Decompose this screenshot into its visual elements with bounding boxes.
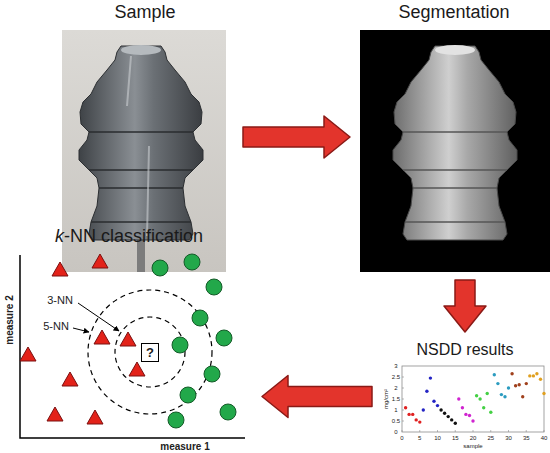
- tick-label: 1: [394, 407, 397, 413]
- axis-label: measure 2: [5, 295, 15, 344]
- tick-label: 3: [394, 363, 397, 369]
- segmentation-ground: [360, 30, 550, 272]
- tick-label: 40: [541, 435, 548, 441]
- node-text: NSDD results: [380, 340, 550, 359]
- axis-label: measure 1: [160, 442, 209, 452]
- node-text: Segmentation: [358, 2, 550, 24]
- flow-arrow: [444, 280, 486, 332]
- tick-label: 35: [523, 435, 530, 441]
- tick-label: 2.5: [392, 374, 400, 380]
- tick-label: 30: [505, 435, 512, 441]
- neighbour-label: 5-NN: [43, 321, 69, 332]
- axis-label: sample: [463, 443, 482, 449]
- classification-panel: ? k-NN classification: [4, 226, 254, 453]
- axis-label: mg/cm²: [383, 389, 389, 409]
- neighbour-label: 3-NN: [47, 295, 73, 306]
- insulator-photo: [79, 45, 203, 240]
- tick-label: 20: [470, 435, 477, 441]
- segmentation-panel: Segmentation: [358, 2, 550, 272]
- tick-label: 0: [394, 429, 397, 435]
- node-text: ?: [146, 346, 154, 359]
- tick-label: 0.5: [392, 418, 400, 424]
- tick-label: 10: [434, 435, 441, 441]
- tick-label: 15: [452, 435, 459, 441]
- tick-label: 0: [400, 435, 403, 441]
- flow-arrow: [243, 116, 350, 158]
- node-text: Sample: [55, 2, 235, 24]
- tick-label: 1.5: [392, 396, 400, 402]
- tick-label: 25: [487, 435, 494, 441]
- query-box: ?: [141, 343, 159, 362]
- flow-arrow: [262, 376, 372, 418]
- tick-label: 5: [418, 435, 421, 441]
- node-text: k-NN classification: [4, 226, 254, 248]
- knn-plot: [20, 254, 245, 438]
- insulator-segmented: [393, 45, 517, 240]
- scatter-plot: [402, 366, 546, 432]
- tick-label: 2: [394, 385, 397, 391]
